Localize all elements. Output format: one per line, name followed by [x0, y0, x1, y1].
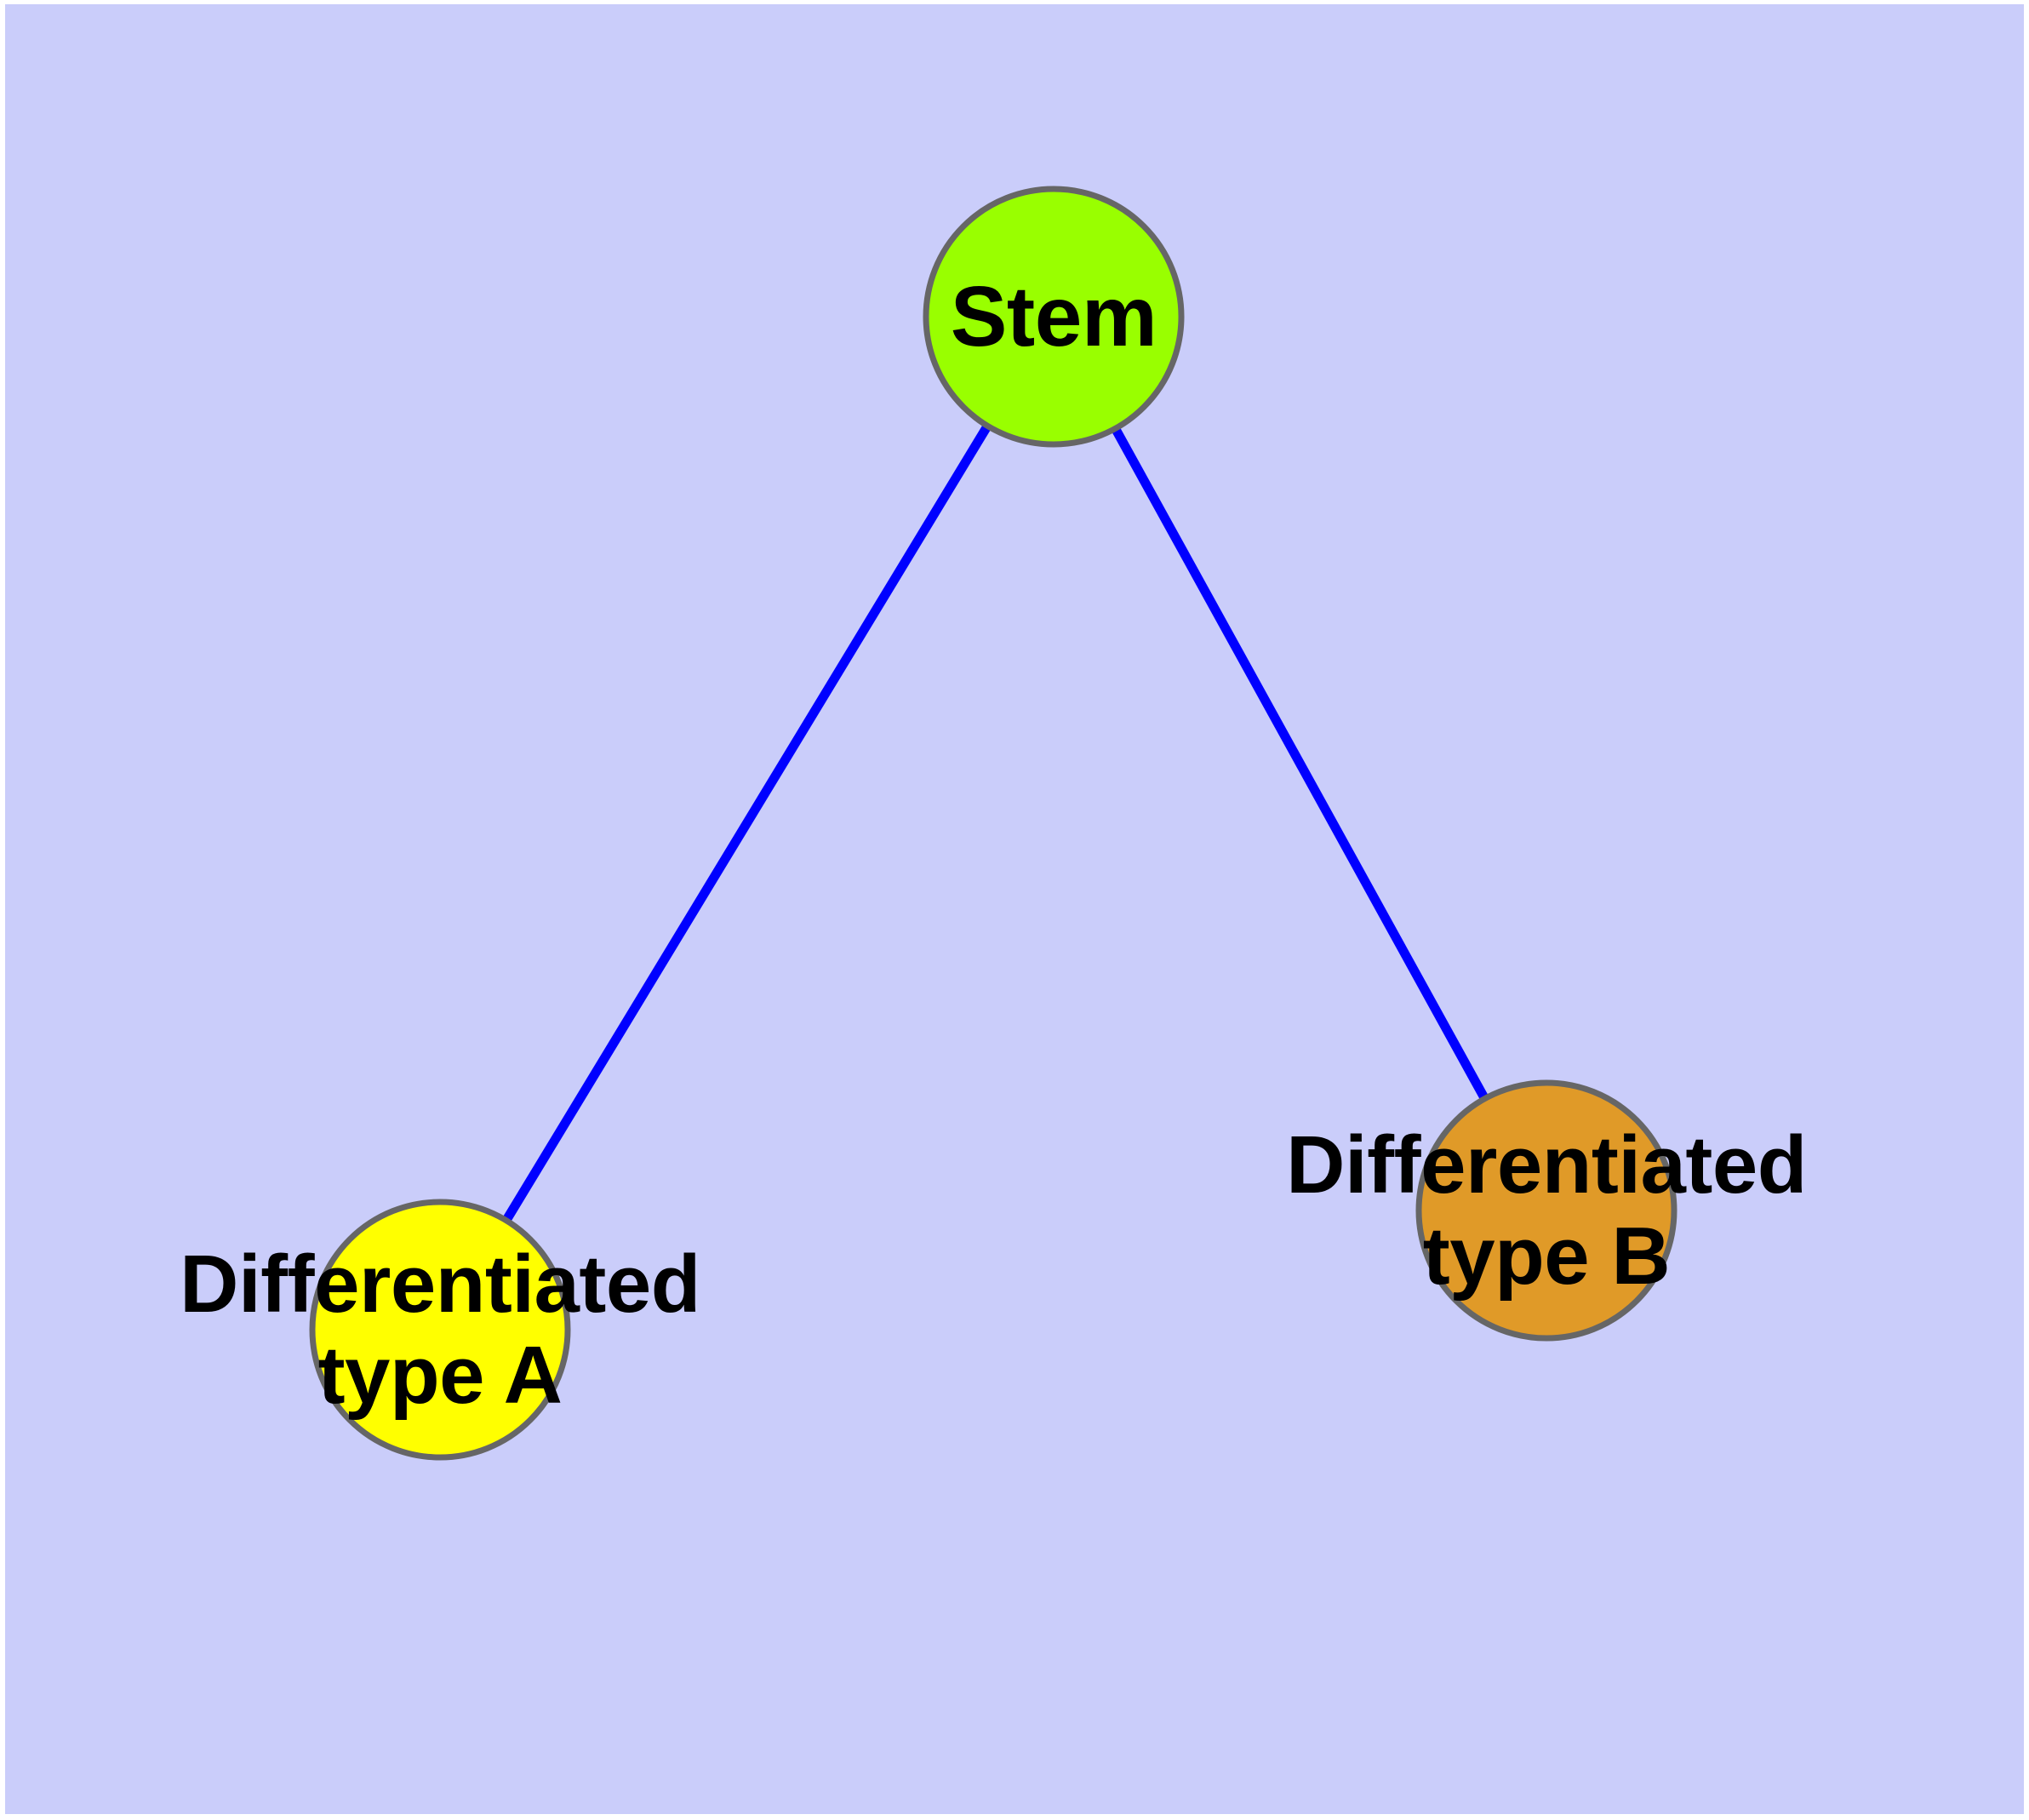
- node-stem[interactable]: [923, 186, 1185, 448]
- edge-stem-to-differentiated-type-a: [500, 421, 994, 1226]
- node-differentiated-type-b[interactable]: [1415, 1079, 1677, 1342]
- edge-stem-to-differentiated-type-b: [1109, 423, 1491, 1104]
- node-differentiated-type-a[interactable]: [309, 1199, 571, 1461]
